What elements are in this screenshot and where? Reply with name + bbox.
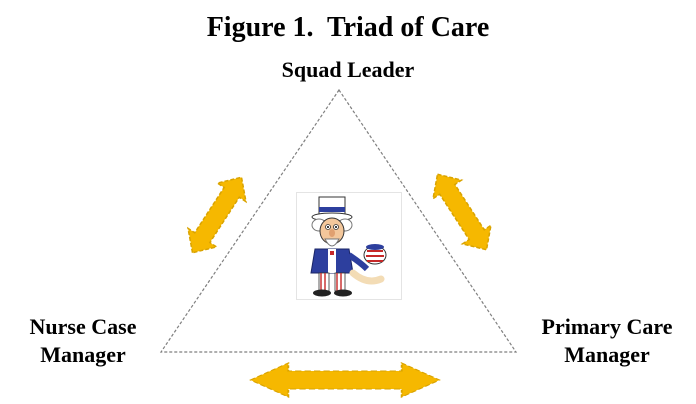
figure-title: Figure 1. Triad of Care xyxy=(206,12,490,43)
uncle-sam-icon xyxy=(310,196,387,297)
node-squad-leader-line-1: Squad Leader xyxy=(281,57,415,82)
node-squad-leader: Squad Leader xyxy=(0,56,696,84)
arrow-bottom-horizontal xyxy=(249,361,441,399)
node-primary-care-manager-line-2: Manager xyxy=(564,342,650,367)
node-nurse-case-manager-line-2: Manager xyxy=(40,342,126,367)
uncle-sam-image xyxy=(296,192,402,300)
node-primary-care-manager-line-1: Primary Care xyxy=(541,314,673,339)
node-nurse-case-manager: Nurse Case Manager xyxy=(8,313,158,369)
node-nurse-case-manager-line-1: Nurse Case xyxy=(29,314,137,339)
node-primary-care-manager: Primary Care Manager xyxy=(518,313,696,369)
arrow-right-diagonal xyxy=(422,164,502,260)
arrow-left-diagonal xyxy=(177,167,257,263)
